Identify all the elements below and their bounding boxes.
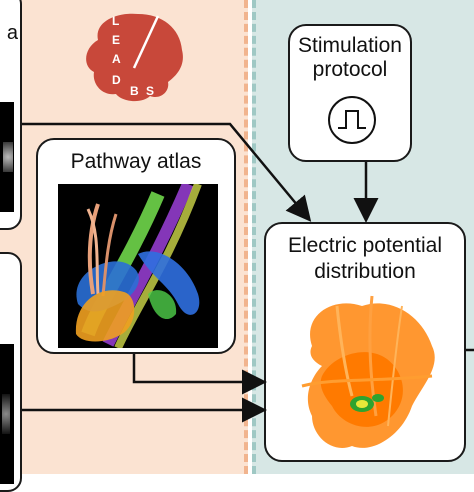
- pulse-waveform-icon: [328, 96, 376, 144]
- logo-letter-l: L: [112, 14, 120, 28]
- pathway-atlas-box: Pathway atlas: [36, 138, 236, 354]
- logo-letter-e: E: [112, 33, 121, 47]
- connection-arrows: [22, 122, 474, 423]
- brain-logo-icon: [86, 13, 183, 102]
- partial-imaging-box-top: a: [0, 0, 22, 230]
- electric-field-visualization: [292, 286, 442, 454]
- electric-potential-title-line1: Electric potential: [287, 234, 443, 257]
- partial-mri-image-top: [0, 102, 14, 212]
- stimulation-protocol-title-line1: Stimulation: [298, 34, 402, 57]
- logo-letter-s: S: [146, 84, 155, 98]
- pathway-atlas-image: [58, 184, 218, 348]
- logo-letter-a: A: [112, 52, 121, 66]
- lead-dbs-logo: L E A D B S: [76, 10, 188, 108]
- stimulation-protocol-box: Stimulation protocol: [288, 24, 412, 162]
- pathway-atlas-title: Pathway atlas: [70, 150, 202, 173]
- electric-potential-title-line2: distribution: [314, 260, 416, 283]
- stimulation-protocol-title-line2: protocol: [312, 58, 388, 81]
- logo-letter-d: D: [112, 73, 121, 87]
- partial-box-label: a: [6, 22, 18, 44]
- logo-letter-b: B: [130, 84, 139, 98]
- partial-mri-image-bottom: [0, 344, 14, 484]
- electric-potential-box: Electric potential distribution: [264, 222, 466, 462]
